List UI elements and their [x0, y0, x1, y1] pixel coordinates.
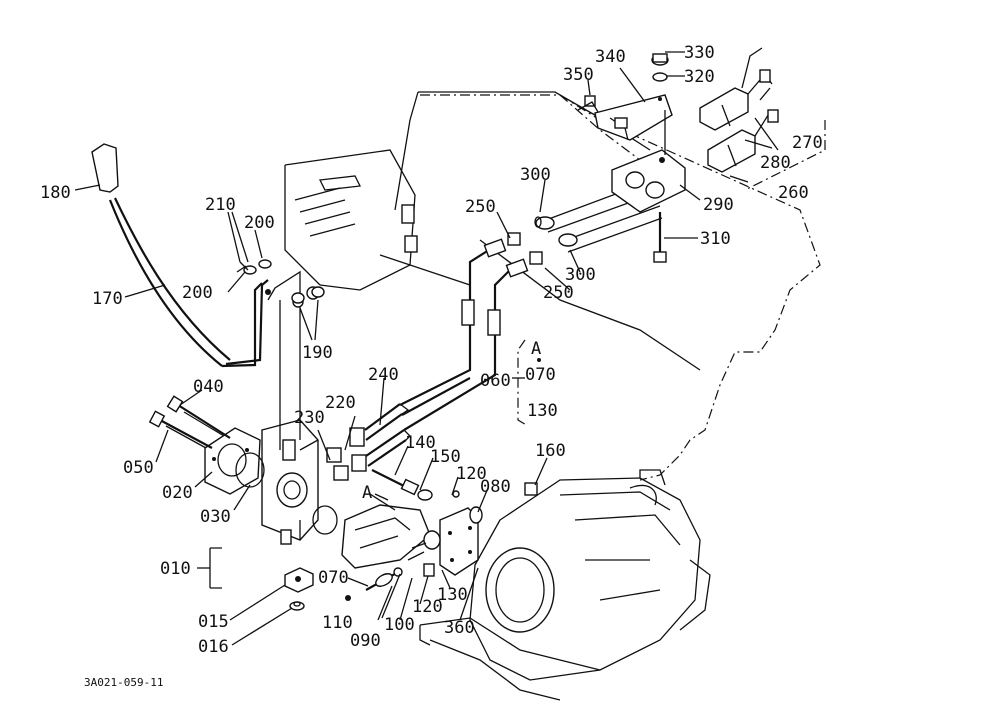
callout-a-main: A — [362, 483, 372, 503]
callout-030: 030 — [200, 507, 231, 527]
control-lever — [91, 143, 269, 368]
callout-310: 310 — [700, 229, 731, 249]
callout-a-ref: A — [531, 339, 541, 359]
callout-320: 320 — [684, 67, 715, 87]
diagram-caption: 3A021-059-11 — [84, 676, 163, 689]
callout-170: 170 — [92, 289, 123, 309]
callout-300: 300 — [565, 265, 596, 285]
callout-120: 120 — [456, 464, 487, 484]
adapter-block — [341, 482, 538, 601]
callout-250: 250 — [465, 197, 496, 217]
callout-140: 140 — [405, 433, 436, 453]
callout-200: 200 — [244, 213, 275, 233]
callout-330: 330 — [684, 43, 715, 63]
callout-040: 040 — [193, 377, 224, 397]
callout-016: 016 — [198, 637, 229, 657]
callout-labels: 180 170 210 200 200 190 040 050 020 030 … — [40, 43, 823, 689]
fittings — [326, 403, 433, 501]
callout-340: 340 — [595, 47, 626, 67]
upper-pipes — [534, 184, 663, 253]
callout-270: 270 — [792, 133, 823, 153]
callout-300: 300 — [520, 165, 551, 185]
callout-360: 360 — [444, 618, 475, 638]
callout-130: 130 — [437, 585, 468, 605]
callout-050: 050 — [123, 458, 154, 478]
callout-070: 070 — [525, 365, 556, 385]
callout-080: 080 — [480, 477, 511, 497]
callout-130: 130 — [527, 401, 558, 421]
callout-160: 160 — [535, 441, 566, 461]
engine-block — [284, 149, 418, 291]
bracket — [284, 567, 314, 611]
pins-washers — [236, 259, 325, 304]
callout-200: 200 — [182, 283, 213, 303]
callout-120: 120 — [412, 597, 443, 617]
callout-090: 090 — [350, 631, 381, 651]
callout-100: 100 — [384, 615, 415, 635]
callout-150: 150 — [430, 447, 461, 467]
callout-280: 280 — [760, 153, 791, 173]
callout-060: 060 — [480, 371, 511, 391]
callout-240: 240 — [368, 365, 399, 385]
transmission-housing — [419, 469, 711, 701]
callout-260: 260 — [778, 183, 809, 203]
callout-210: 210 — [205, 195, 236, 215]
callout-015: 015 — [198, 612, 229, 632]
callout-070: 070 — [318, 568, 349, 588]
callout-230: 230 — [294, 408, 325, 428]
mount-bracket — [577, 53, 673, 155]
leader-lines — [74, 51, 826, 646]
callout-190: 190 — [302, 343, 333, 363]
callout-020: 020 — [162, 483, 193, 503]
callout-290: 290 — [703, 195, 734, 215]
callout-180: 180 — [40, 183, 71, 203]
coupler-block — [611, 47, 779, 263]
callout-220: 220 — [325, 393, 356, 413]
flange-plate — [148, 395, 338, 535]
callout-350: 350 — [563, 65, 594, 85]
callout-250: 250 — [543, 283, 574, 303]
callout-110: 110 — [322, 613, 353, 633]
callout-010: 010 — [160, 559, 191, 579]
hoses — [399, 232, 543, 431]
